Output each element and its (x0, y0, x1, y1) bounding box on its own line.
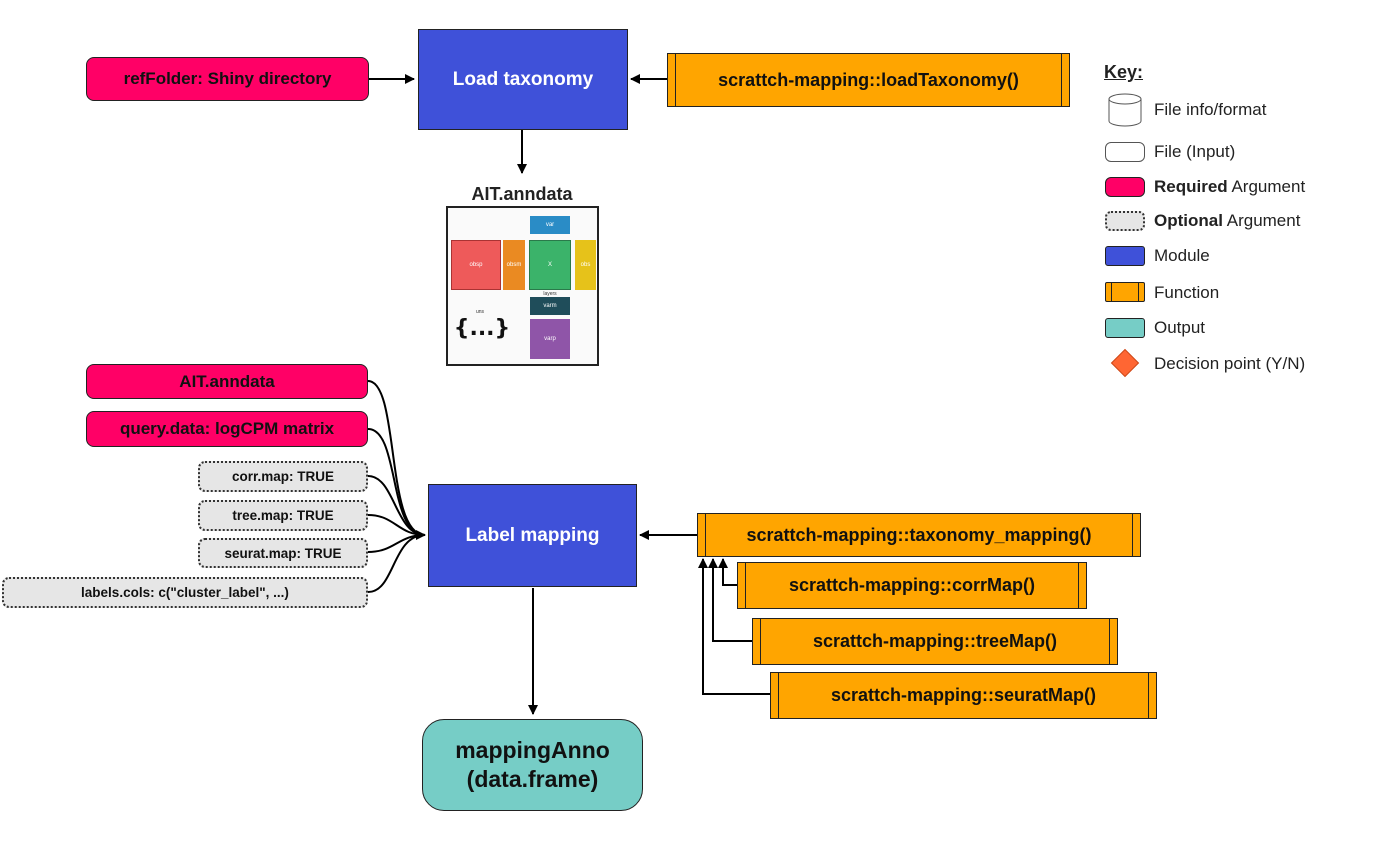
ait-anndata-argument[interactable]: AIT.anndata (86, 364, 368, 399)
legend-module-swatch (1105, 246, 1145, 266)
corr-map-function[interactable]: scrattch-mapping::corrMap() (737, 562, 1087, 609)
mapping-anno-output[interactable]: mappingAnno (data.frame) (422, 719, 643, 811)
anndata-varm-block: varm (530, 297, 570, 315)
edge-labels-to-label (367, 534, 426, 593)
legend-file-input-swatch (1105, 142, 1145, 162)
tree-map-argument[interactable]: tree.map: TRUE (198, 500, 368, 531)
tree-map-function[interactable]: scrattch-mapping::treeMap() (752, 618, 1118, 665)
legend-required-bold: Required (1154, 177, 1228, 196)
legend-title: Key: (1104, 62, 1144, 82)
anndata-var-block: var (530, 216, 570, 234)
legend-optional-rest: Argument (1222, 211, 1301, 230)
legend-function-swatch (1105, 282, 1145, 302)
anndata-layers-label: layers (543, 291, 557, 297)
diamond-icon (1110, 348, 1140, 378)
query-data-argument[interactable]: query.data: logCPM matrix (86, 411, 368, 447)
labels-cols-argument[interactable]: labels.cols: c("cluster_label", ...) (2, 577, 368, 608)
output-line-1: mappingAnno (455, 737, 610, 764)
anndata-obsm-block: obsm (503, 240, 525, 290)
seurat-map-argument[interactable]: seurat.map: TRUE (198, 538, 368, 568)
legend-output-label: Output (1154, 318, 1206, 337)
anndata-uns-label: uns (475, 309, 485, 315)
edge-corr-to-label (367, 475, 426, 536)
legend-optional-swatch (1105, 211, 1145, 231)
legend-required-swatch (1105, 177, 1145, 197)
legend-decision-label: Decision point (Y/N) (1154, 354, 1306, 373)
legend-file-info-label: File info/format (1154, 100, 1267, 119)
edge-treemap-to-taxmap (708, 558, 752, 642)
ref-folder-argument[interactable]: refFolder: Shiny directory (86, 57, 369, 101)
anndata-title: AIT.anndata (471, 183, 573, 204)
legend-function-label: Function (1154, 283, 1220, 302)
legend-optional-label: Optional Argument (1154, 211, 1300, 231)
load-taxonomy-module[interactable]: Load taxonomy (418, 29, 628, 130)
anndata-x-block: X (529, 240, 571, 290)
anndata-obs-block: obs (575, 240, 596, 290)
legend-module-label: Module (1154, 246, 1210, 265)
edge-ait-to-label (367, 380, 426, 540)
legend-required-rest: Argument (1227, 177, 1306, 196)
edge-corrmap-to-taxmap (718, 558, 737, 586)
anndata-uns-glyph: {...} (453, 315, 511, 341)
load-taxonomy-function[interactable]: scrattch-mapping::loadTaxonomy() (667, 53, 1070, 107)
legend-required-label: Required Argument (1154, 177, 1305, 197)
label-mapping-module[interactable]: Label mapping (428, 484, 637, 587)
legend-output-swatch (1105, 318, 1145, 338)
legend-file-input-label: File (Input) (1154, 142, 1236, 161)
taxonomy-mapping-function[interactable]: scrattch-mapping::taxonomy_mapping() (697, 513, 1141, 557)
cylinder-icon (1108, 93, 1142, 127)
edge-seuratmap-to-taxmap (698, 558, 770, 695)
anndata-varp-block: varp (530, 319, 570, 359)
seurat-map-function[interactable]: scrattch-mapping::seuratMap() (770, 672, 1157, 719)
legend-optional-bold: Optional (1154, 211, 1223, 230)
anndata-obsp-block: obsp (451, 240, 501, 290)
corr-map-argument[interactable]: corr.map: TRUE (198, 461, 368, 492)
legend: Key: File info/format File (Input) Requi… (1100, 56, 1370, 386)
output-line-2: (data.frame) (466, 766, 599, 792)
anndata-illustration: var obsp obsm X obs layers varm uns {...… (446, 206, 599, 366)
